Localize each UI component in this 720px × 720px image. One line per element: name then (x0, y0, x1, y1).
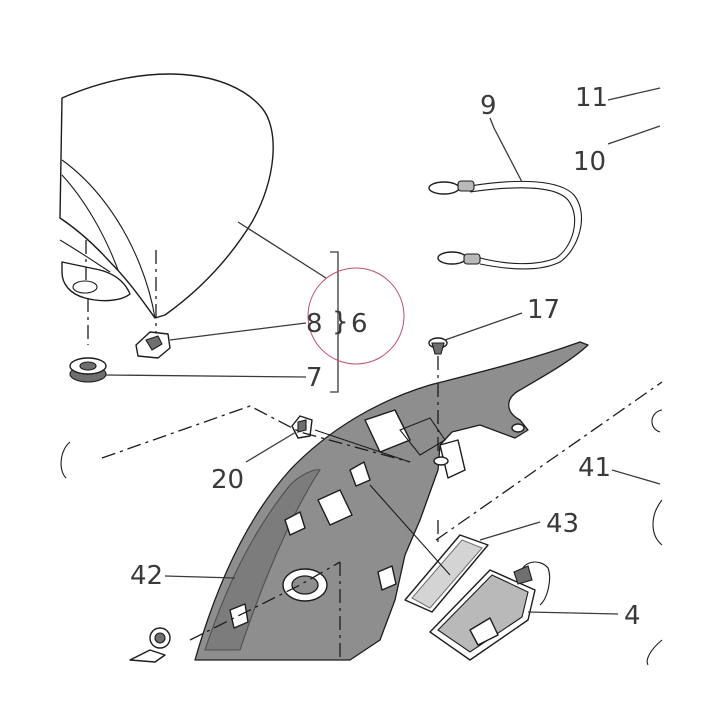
callout-10: 10 (573, 147, 606, 177)
seat-cable (428, 180, 582, 270)
callout-41: 41 (578, 453, 611, 483)
callout-20: 20 (211, 465, 244, 495)
callout-8: 8 (306, 309, 323, 339)
seat (59, 73, 274, 319)
callout-6: 6 (351, 309, 368, 339)
group-bracket (330, 251, 339, 393)
callout-42: 42 (130, 561, 163, 591)
clip-nut (135, 250, 171, 359)
callout-7: 7 (306, 363, 323, 393)
callout-17: 17 (527, 295, 560, 325)
retaining-clip (291, 415, 313, 439)
group-brace: } (332, 307, 349, 337)
highlight-circle (307, 267, 405, 365)
leader-lines (105, 87, 661, 615)
foam-pad (404, 534, 489, 613)
tail-cover (194, 341, 589, 661)
callout-11: 11 (575, 83, 608, 113)
callout-labels: 4 6 7 8 9 10 11 17 20 41 42 43 (130, 83, 641, 631)
assembly-lines (101, 381, 663, 660)
callout-9: 9 (480, 91, 497, 121)
frame-part (60, 409, 663, 666)
screw (428, 337, 448, 455)
callout-43: 43 (546, 509, 579, 539)
lower-left-fittings (129, 627, 171, 663)
callout-4: 4 (624, 601, 641, 631)
grommet (69, 357, 107, 383)
lock-module (429, 561, 551, 661)
seat-bracket (61, 240, 131, 345)
